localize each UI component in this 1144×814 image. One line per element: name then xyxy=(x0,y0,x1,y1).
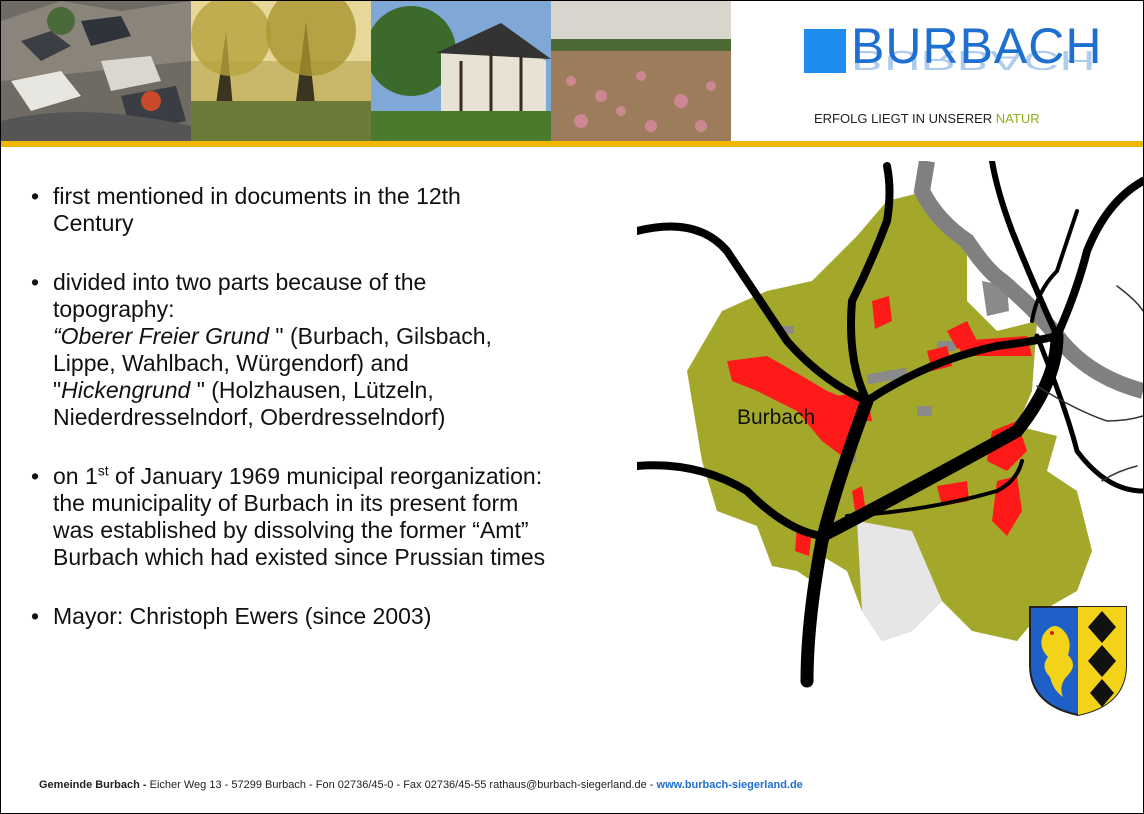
photo-meadow-flowers xyxy=(551,1,731,141)
oberer-rest: " (Burbach, Gilsbach, xyxy=(269,323,492,349)
hicken-open-quote: " xyxy=(53,377,62,403)
roads xyxy=(637,161,1143,688)
tagline-prefix: ERFOLG LIEGT IN UNSERER xyxy=(814,111,996,126)
logo-wordmark: BURBACH xyxy=(851,18,1103,74)
bullet-line: topography: xyxy=(53,296,175,322)
bullet-line: the municipality of Burbach in its prese… xyxy=(53,490,519,516)
date-superscript: st xyxy=(97,462,109,479)
neighbor-area xyxy=(857,521,942,641)
bullet-list: first mentioned in documents in the 12th… xyxy=(31,183,671,662)
bullet-two-parts: divided into two parts because of the to… xyxy=(31,269,671,431)
photo-town-aerial xyxy=(1,1,191,141)
bullet-reorganization: on 1st of January 1969 municipal reorgan… xyxy=(31,463,671,571)
tagline-highlight: NATUR xyxy=(995,111,1040,126)
header-gold-bar xyxy=(1,141,1143,147)
footer-website-link[interactable]: www.burbach-siegerland.de xyxy=(656,779,803,791)
municipality-map xyxy=(637,161,1143,688)
oberer-freier-grund-italic: “Oberer Freier Grund xyxy=(53,323,270,349)
river xyxy=(913,161,1143,399)
logo-square-icon xyxy=(804,29,846,73)
bullet-line-oberer: “Oberer Freier Grund " (Burbach, Gilsbac… xyxy=(53,323,671,350)
photo-trees-pond xyxy=(191,1,371,141)
photo-half-timbered-house xyxy=(371,1,551,141)
bullet-line-hicken: "Hickengrund " (Holzhausen, Lützeln, xyxy=(53,377,671,404)
logo-tagline: ERFOLG LIEGT IN UNSERER NATUR xyxy=(814,111,1040,126)
municipality-area xyxy=(687,191,1092,641)
bullet-mayor: Mayor: Christoph Ewers (since 2003) xyxy=(31,603,671,630)
hickengrund-italic: Hickengrund xyxy=(61,377,191,403)
bullet-line: divided into two parts because of the xyxy=(53,269,427,295)
bullet-line: was established by dissolving the former… xyxy=(53,517,529,543)
footer-org: Gemeinde Burbach - xyxy=(39,779,147,791)
bullet-first-mention: first mentioned in documents in the 12th… xyxy=(31,183,671,237)
bullet-line: first mentioned in documents in the 12th xyxy=(53,183,461,209)
bullet-line-date: on 1st of January 1969 municipal reorgan… xyxy=(53,463,671,490)
date-pre: on 1 xyxy=(53,463,98,489)
logo-wordmark-reflection: BURBACH xyxy=(851,44,1096,76)
burbach-logo: BURBACH BURBACH ERFOLG LIEGT IN UNSERER … xyxy=(796,7,1126,132)
footer-contact: Gemeinde Burbach - Eicher Weg 13 - 57299… xyxy=(39,779,803,791)
bullet-line: Lippe, Wahlbach, Würgendorf) and xyxy=(53,350,409,376)
bullet-line: Niederdresselndorf, Oberdresselndorf) xyxy=(53,404,446,430)
bullet-line: Century xyxy=(53,210,134,236)
bullet-line: Burbach which had existed since Prussian… xyxy=(53,544,546,570)
coat-of-arms-icon xyxy=(1029,606,1127,717)
date-post: of January 1969 municipal reorganization… xyxy=(108,463,543,489)
map-label-burbach: Burbach xyxy=(737,406,816,429)
hicken-rest: " (Holzhausen, Lützeln, xyxy=(190,377,434,403)
header-banner: BURBACH BURBACH ERFOLG LIEGT IN UNSERER … xyxy=(1,1,1143,141)
footer-address: Eicher Weg 13 - 57299 Burbach - Fon 0273… xyxy=(146,779,657,791)
bullet-line: Mayor: Christoph Ewers (since 2003) xyxy=(53,603,432,629)
